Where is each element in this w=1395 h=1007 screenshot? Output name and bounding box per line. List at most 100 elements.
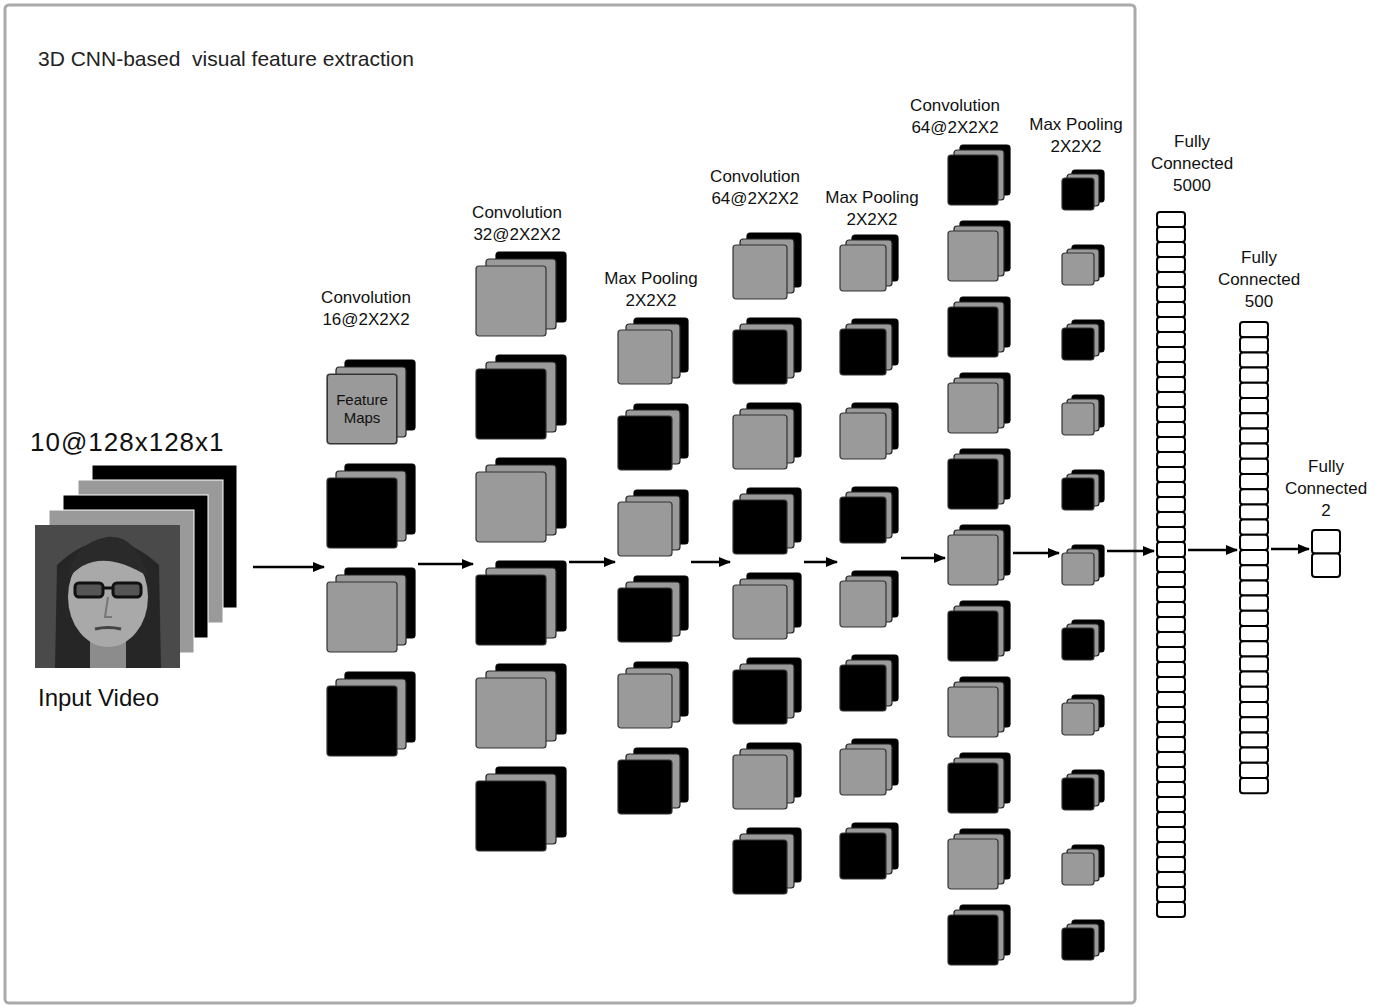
feature-map-stacks	[840, 235, 900, 881]
map-front	[1062, 553, 1094, 585]
fc-neuron	[1240, 337, 1268, 352]
fc-neuron	[1157, 707, 1185, 722]
feature-map-layer: Max Pooling 2X2X2	[1062, 170, 1104, 960]
face-frame	[35, 525, 180, 668]
fc-neuron	[1240, 398, 1268, 413]
arrow-connector	[691, 561, 730, 564]
map-front	[476, 781, 546, 851]
feature-map-layer: Max Pooling 2X2X2	[618, 318, 688, 814]
fc-neuron	[1157, 677, 1185, 692]
arrow-connector	[1271, 548, 1309, 551]
fc-neuron	[1157, 377, 1185, 392]
map-front	[476, 266, 546, 336]
input-video-node: 10@128x128x1Input Video	[30, 425, 250, 715]
fc-neuron	[1240, 352, 1268, 367]
fc-neuron	[1157, 722, 1185, 737]
fully-connected-layer: Fully Connected 5000	[1157, 212, 1185, 917]
fc-neuron	[1157, 272, 1185, 287]
fc-neuron	[1157, 242, 1185, 257]
feature-map-stacks	[733, 233, 803, 896]
nose	[105, 597, 112, 617]
fc-neuron	[1312, 554, 1340, 578]
map-front	[948, 687, 998, 737]
map-front	[1062, 253, 1094, 285]
map-front	[840, 749, 886, 795]
layer-heading: Convolution 64@2X2X2	[897, 95, 1013, 139]
map-front	[1062, 328, 1094, 360]
map-front	[948, 383, 998, 433]
fc-neuron	[1157, 617, 1185, 632]
fc-neuron	[1157, 872, 1185, 887]
map-front	[1062, 778, 1094, 810]
fc-neuron	[1240, 550, 1268, 565]
fully-connected-layer: Fully Connected 500	[1240, 322, 1268, 793]
fc-neuron	[1240, 504, 1268, 519]
feature-map-stacks	[948, 145, 1012, 967]
layer-heading: Max Pooling 2X2X2	[814, 187, 930, 231]
fc-neuron	[1240, 702, 1268, 717]
arrow-connector	[1188, 549, 1237, 552]
feature-map-layer: Convolution 64@2X2X2	[948, 145, 1010, 965]
arrow-connector	[1013, 552, 1059, 555]
map-front	[1062, 178, 1094, 210]
glasses-bridge	[103, 587, 113, 590]
fc-neuron	[1157, 857, 1185, 872]
layer-heading: Convolution 64@2X2X2	[697, 166, 813, 210]
map-front	[618, 760, 672, 814]
map-front	[948, 839, 998, 889]
face-background	[35, 525, 180, 668]
layer-heading: Max Pooling 2X2X2	[1018, 114, 1134, 158]
fc-neuron	[1240, 672, 1268, 687]
layer-heading: Convolution 32@2X2X2	[459, 202, 575, 246]
feature-map-stacks	[1062, 170, 1106, 962]
fc-neuron	[1157, 212, 1185, 227]
map-front	[840, 245, 886, 291]
glasses-left	[75, 583, 103, 597]
fc-neuron	[1240, 656, 1268, 671]
map-front	[840, 665, 886, 711]
map-front	[1062, 403, 1094, 435]
layer-heading: Fully Connected 2	[1278, 456, 1374, 522]
fc-neuron	[1240, 383, 1268, 398]
arrow-connector	[253, 566, 324, 569]
map-front	[948, 459, 998, 509]
fc-neuron	[1240, 520, 1268, 535]
feature-map-layer: Convolution 64@2X2X2	[733, 233, 801, 894]
map-front	[840, 833, 886, 879]
map-front	[476, 369, 546, 439]
fc-neuron	[1240, 717, 1268, 732]
fc-neuron	[1312, 530, 1340, 554]
input-video-frames	[30, 425, 250, 675]
fc-neurons	[1310, 528, 1342, 579]
fc-neuron	[1157, 812, 1185, 827]
map-front	[618, 416, 672, 470]
map-front	[733, 245, 787, 299]
feature-map-text: Feature Maps	[329, 391, 395, 427]
fringe	[67, 537, 149, 580]
fc-neuron	[1240, 428, 1268, 443]
map-front	[948, 231, 998, 281]
fc-neuron	[1240, 641, 1268, 656]
fc-neuron	[1157, 347, 1185, 362]
map-front	[733, 330, 787, 384]
fc-neuron	[1240, 748, 1268, 763]
map-front	[1062, 703, 1094, 735]
feature-map-layer: Max Pooling 2X2X2	[840, 235, 898, 879]
fc-neuron	[1157, 452, 1185, 467]
fc-neuron	[1157, 587, 1185, 602]
fc-neuron	[1157, 887, 1185, 902]
map-front	[476, 472, 546, 542]
map-front	[733, 500, 787, 554]
map-front	[618, 674, 672, 728]
fc-neuron	[1157, 767, 1185, 782]
fc-neuron	[1240, 322, 1268, 337]
fc-neuron	[1157, 662, 1185, 677]
fc-neuron	[1240, 580, 1268, 595]
fc-neuron	[1240, 626, 1268, 641]
mouth	[95, 628, 121, 630]
map-front	[618, 502, 672, 556]
fc-neuron	[1157, 602, 1185, 617]
map-front	[948, 763, 998, 813]
fc-neuron	[1157, 332, 1185, 347]
